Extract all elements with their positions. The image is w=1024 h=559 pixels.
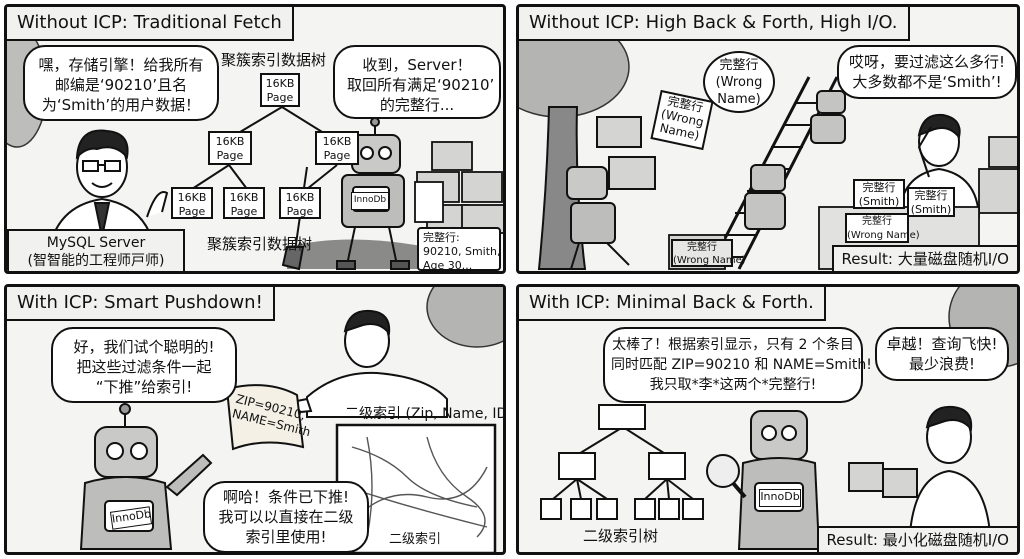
robot-badge: InnoDb: [759, 489, 801, 507]
full-row-card: 完整行: 90210, Smith, Age 30...: [417, 227, 501, 271]
panel1-title: Without ICP: Traditional Fetch: [7, 7, 294, 41]
panel4-title: With ICP: Minimal Back & Forth.: [519, 287, 826, 321]
box-line: 完整行: [914, 189, 948, 202]
speech-line: 嘿，存储引擎！给我所有: [38, 56, 204, 74]
speech-line: 索引里使用!: [245, 528, 327, 546]
robot-speech-bubble: 太棒了！根据索引显示，只有 2 个条目 同时匹配 ZIP=90210 和 NAM…: [603, 327, 872, 403]
box-line: 完整行: [862, 216, 892, 227]
page-node-label: Page: [286, 205, 314, 218]
engineer-speech-bubble: 卓越！查询飞快! 最少浪费!: [875, 327, 1009, 381]
page-node-label: Page: [230, 205, 258, 218]
engineer-speech-bubble: 哎呀，要过滤这么多行! 大多数都不是‘Smith’!: [837, 45, 1017, 99]
speech-line: 取回所有满足‘90210’: [347, 76, 495, 94]
page-node-label: Page: [323, 149, 351, 162]
clustered-tree-label-top: 聚簇索引数据树: [221, 51, 327, 69]
robot-speech-bubble: 啊哈！条件已下推! 我可以以直接在二级 索引里使用!: [203, 481, 369, 552]
panel-high-back-forth: Without ICP: High Back & Forth, High I/O…: [516, 4, 1020, 274]
smith-box-label: 完整行 (Smith): [853, 179, 905, 209]
panel3-title: With ICP: Smart Pushdown!: [7, 287, 275, 321]
wrong-name-box-label: 完整行 (Wrong Name): [845, 213, 920, 243]
card-line: Age 30...: [423, 259, 473, 272]
page-node-label: 16KB: [285, 191, 315, 204]
caption-line: (智智能的工程师戸师): [27, 253, 165, 269]
panel-smart-pushdown: With ICP: Smart Pushdown! 好，我们试个聪明的! 把这些…: [4, 284, 506, 555]
clustered-tree-label-bottom: 聚簇索引数据树: [207, 235, 313, 253]
innodb-robot: [706, 410, 821, 550]
speech-line: Name): [717, 92, 761, 107]
floor-box-label: 完整行 (Wrong Name): [671, 239, 746, 267]
card-line: 完整行:: [423, 231, 460, 244]
secondary-index-map-footer: 二级索引: [389, 531, 442, 549]
speech-line: “下推”给索引!: [95, 378, 193, 396]
speech-line: 最少浪费!: [908, 355, 975, 373]
page-node-label: 16KB: [177, 191, 207, 204]
page-node-label: 16KB: [215, 135, 245, 148]
engineer-speech-bubble: 好，我们试个聪明的! 把这些过滤条件一起 “下推”给索引!: [51, 327, 237, 403]
page-node-label: Page: [216, 149, 244, 162]
speech-line: 哎呀，要过滤这么多行!: [848, 53, 1005, 71]
speech-line: 收到，Server！: [362, 56, 472, 74]
speech-line: 邮编是‘90210’且名: [54, 76, 188, 94]
box-line: (Wrong Name): [847, 230, 920, 241]
panel-minimal-back-forth: With ICP: Minimal Back & Forth. 太棒了！根据索引…: [516, 284, 1020, 555]
page-node-label: 16KB: [229, 191, 259, 204]
speech-line: 完整行: [719, 58, 759, 73]
box-line: (Smith): [858, 195, 900, 208]
speech-line: 太棒了！根据索引显示，只有 2 个条目: [612, 337, 854, 353]
caption-line: MySQL Server: [46, 235, 146, 251]
result-caption: Result: 大量磁盘随机I/O: [831, 245, 1017, 271]
card-line: 90210, Smith,: [423, 245, 501, 258]
speech-line: (Wrong: [715, 75, 763, 90]
speech-line: 的完整行...: [379, 96, 455, 114]
panel2-title: Without ICP: High Back & Forth, High I/O…: [519, 7, 910, 41]
box-line: 完整行: [687, 242, 717, 253]
engineer-caption: MySQL Server (智智能的工程师戸师): [7, 229, 185, 271]
secondary-index-tree-label: 二级索引树: [583, 527, 659, 545]
speech-line: 啊哈！条件已下推!: [222, 488, 349, 506]
page-node-label: 16KB: [322, 135, 352, 148]
page-node-label: Page: [178, 205, 206, 218]
engineer-speech-bubble: 嘿，存储引擎！给我所有 邮编是‘90210’且名 为‘Smith’的用户数据！: [23, 45, 219, 121]
innodb-robot: [79, 403, 213, 550]
speech-line: 为‘Smith’的用户数据！: [41, 96, 201, 114]
carried-box-label: 完整行 (Wrong Name): [650, 89, 714, 151]
speech-line: 我可以以直接在二级: [218, 508, 354, 526]
box-line: (Smith): [910, 203, 952, 216]
result-caption: Result: 最小化磁盘随机I/O: [816, 526, 1017, 552]
robot-badge: InnoDb: [351, 192, 389, 210]
speech-line: 卓越！查询飞快!: [886, 335, 998, 353]
secondary-index-map-title: 二级索引 (Zip, Name, ID): [345, 406, 506, 422]
speech-line: 大多数都不是‘Smith’!: [852, 73, 1002, 91]
page-node-label: Page: [266, 91, 294, 104]
robot-speech-bubble: 收到，Server！ 取回所有满足‘90210’ 的完整行...: [333, 45, 501, 119]
page-node-label: 16KB: [265, 77, 295, 90]
box-line: 完整行: [862, 181, 896, 194]
box-line: (Wrong Name): [673, 255, 746, 266]
robot-speech-bubble: 完整行 (Wrong Name): [703, 51, 775, 113]
smith-box-label: 完整行 (Smith): [907, 187, 955, 217]
speech-line: 好，我们试个聪明的!: [73, 338, 215, 356]
speech-line: 我只取*李*这两个*完整行!: [649, 377, 817, 393]
speech-line: 同时匹配 ZIP=90210 和 NAME=Smith!: [611, 357, 872, 373]
speech-line: 把这些过滤条件一起: [76, 358, 212, 376]
panel-traditional-fetch: Without ICP: Traditional Fetch 嘿，存储引擎！给我…: [4, 4, 506, 274]
